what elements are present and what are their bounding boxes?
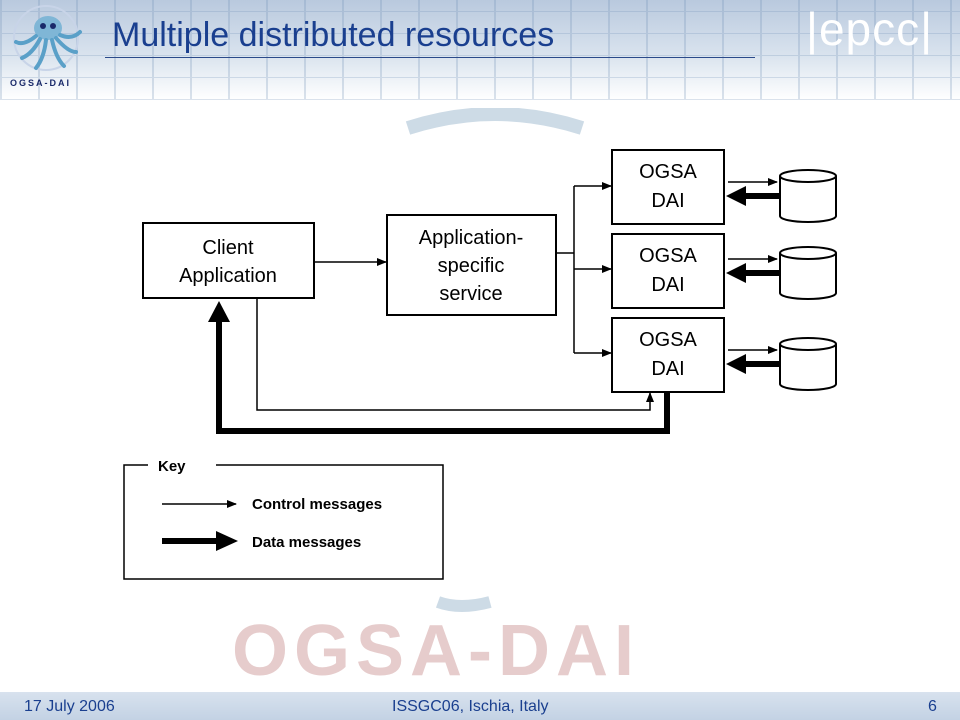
slide-header xyxy=(0,0,960,100)
key-title: Key xyxy=(158,458,186,475)
ogsa-dai-1-label-line-1: OGSA xyxy=(639,161,697,183)
header-circuit-pattern xyxy=(0,0,960,100)
client-label-line-2: Application xyxy=(179,265,277,287)
footer-page-number: 6 xyxy=(928,698,937,715)
service-label-line-1: Application- xyxy=(419,227,524,249)
database-cylinder-1 xyxy=(779,169,837,223)
key-data-label: Data messages xyxy=(252,534,361,551)
ogsa-dai-3-label-line-2: DAI xyxy=(651,358,684,380)
key-control-label: Control messages xyxy=(252,496,382,513)
control-fanout xyxy=(556,182,612,357)
ogsa-dai-3-label-line-1: OGSA xyxy=(639,329,697,351)
ogsa-dai-2-label-line-1: OGSA xyxy=(639,245,697,267)
slide-title: Multiple distributed resources xyxy=(112,16,555,54)
control-arrow-client-to-ogsa-dai-3 xyxy=(256,298,654,411)
control-arrows-ogsa-dai-to-database xyxy=(728,178,778,354)
logo-caption: OGSA-DAI xyxy=(10,78,71,88)
service-label-line-3: service xyxy=(439,283,502,305)
footer-event: ISSGC06, Ischia, Italy xyxy=(392,698,549,715)
database-cylinder-2 xyxy=(779,246,837,300)
footer-date: 17 July 2006 xyxy=(24,698,115,715)
ogsa-dai-box-1: OGSA DAI xyxy=(611,149,725,225)
ogsa-dai-2-label-line-2: DAI xyxy=(651,274,684,296)
epcc-brand-text: |epcc| xyxy=(806,3,934,55)
ogsa-dai-octopus-logo xyxy=(6,2,90,92)
service-label-line-2: specific xyxy=(438,255,505,277)
data-arrows-database-to-ogsa-dai xyxy=(726,186,779,374)
background-arc-bottom xyxy=(435,596,492,612)
ogsa-dai-box-3: OGSA DAI xyxy=(611,317,725,393)
ogsa-dai-1-label-line-2: DAI xyxy=(651,190,684,212)
ogsa-dai-watermark: OGSA-DAI xyxy=(232,611,640,691)
database-cylinder-3 xyxy=(779,337,837,391)
client-label-line-1: Client xyxy=(202,237,254,259)
application-specific-service-box: Application- specific service xyxy=(386,214,557,316)
data-arrow-ogsa-dai-3-to-client xyxy=(208,301,670,434)
background-arc-top xyxy=(405,108,585,135)
title-underline xyxy=(105,57,755,58)
ogsa-dai-box-2: OGSA DAI xyxy=(611,233,725,309)
key-data-arrow-head xyxy=(216,531,238,551)
client-application-box: Client Application xyxy=(142,222,315,299)
diagram-key: Key Control messages Data messages xyxy=(123,458,444,580)
slide-footer xyxy=(0,692,960,720)
